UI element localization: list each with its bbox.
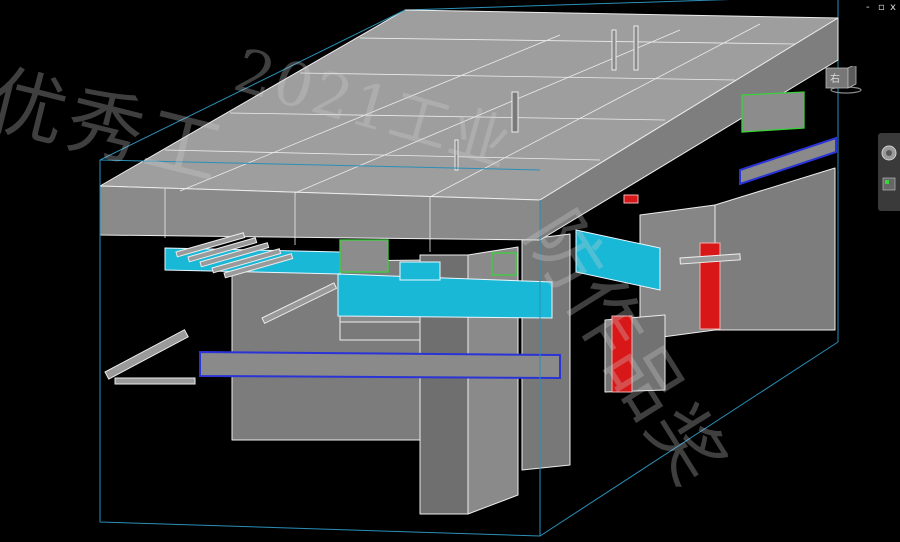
viewcube-icon[interactable]: 右 — [822, 66, 862, 94]
viewcube-face-label: 右 — [830, 72, 840, 85]
cylinder-rods — [104, 232, 741, 385]
window-restore-icon[interactable]: ▫ — [878, 2, 885, 13]
top-clamp-plate — [99, 9, 839, 252]
green-components — [339, 91, 805, 276]
bounding-box-front — [99, 9, 839, 537]
window-close-icon[interactable]: x — [890, 2, 896, 13]
window-minimize-icon[interactable]: - — [866, 2, 870, 13]
nav-cube-icon[interactable] — [882, 177, 896, 191]
navigation-bar — [878, 133, 900, 211]
blue-rails — [199, 136, 837, 380]
guide-pins — [454, 25, 639, 171]
red-components — [611, 194, 721, 393]
steering-wheel-icon[interactable] — [881, 145, 897, 161]
